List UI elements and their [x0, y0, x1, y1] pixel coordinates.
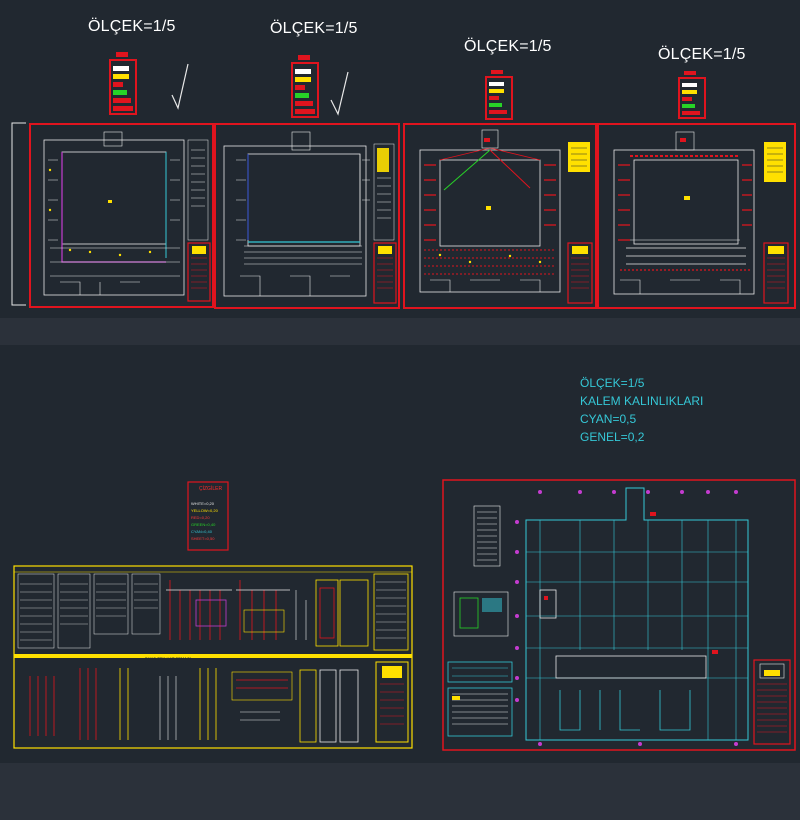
sheet-1-scale-label: ÖLÇEK=1/5	[88, 18, 176, 35]
pen-legend-icon	[109, 52, 137, 115]
pen-legend-icon	[678, 71, 706, 119]
pen-legend-icon	[485, 70, 513, 120]
panel-schematic-caption: PANO TEK HAT ŞEMASI	[145, 656, 191, 661]
sheet-2-floor-plan	[214, 123, 400, 309]
general-weight-note: GENEL=0,2	[580, 430, 645, 444]
pen-thickness-note: KALEM KALINLIKLARI	[580, 394, 704, 408]
pen-legend-icon	[291, 55, 319, 118]
legend-line: RED=0,20	[191, 515, 210, 520]
legend-line: CYAN=0,40	[191, 529, 212, 534]
panel-schematic-sheet	[13, 565, 413, 749]
sheet-4-scale-label: ÖLÇEK=1/5	[658, 46, 746, 63]
legend-line: GREEN=0,40	[191, 522, 216, 527]
scale-note: ÖLÇEK=1/5	[580, 376, 645, 390]
grid-floor-plan-sheet	[442, 479, 796, 751]
line-weight-legend	[187, 481, 229, 551]
check-mark-icon	[171, 63, 189, 110]
cyan-weight-note: CYAN=0,5	[580, 412, 637, 426]
sheet-4-floor-plan	[597, 123, 796, 309]
sheet-3-scale-label: ÖLÇEK=1/5	[464, 38, 552, 55]
bottom-drawing-area	[0, 345, 800, 763]
sheet-1-floor-plan	[29, 123, 214, 308]
legend-line: SHEET=0,50	[191, 536, 215, 541]
legend-line: WHITE=0,20	[191, 501, 215, 506]
check-mark-icon	[330, 71, 349, 116]
sheet-boundary-bracket	[11, 122, 26, 306]
line-weight-legend-title: ÇİZGİLER	[199, 486, 223, 492]
sheet-2-scale-label: ÖLÇEK=1/5	[270, 20, 358, 37]
line-weight-legend-list: WHITE=0,20 YELLOW=0,20 RED=0,20 GREEN=0,…	[191, 500, 218, 542]
sheet-3-floor-plan	[403, 123, 597, 309]
legend-line: YELLOW=0,20	[191, 508, 218, 513]
